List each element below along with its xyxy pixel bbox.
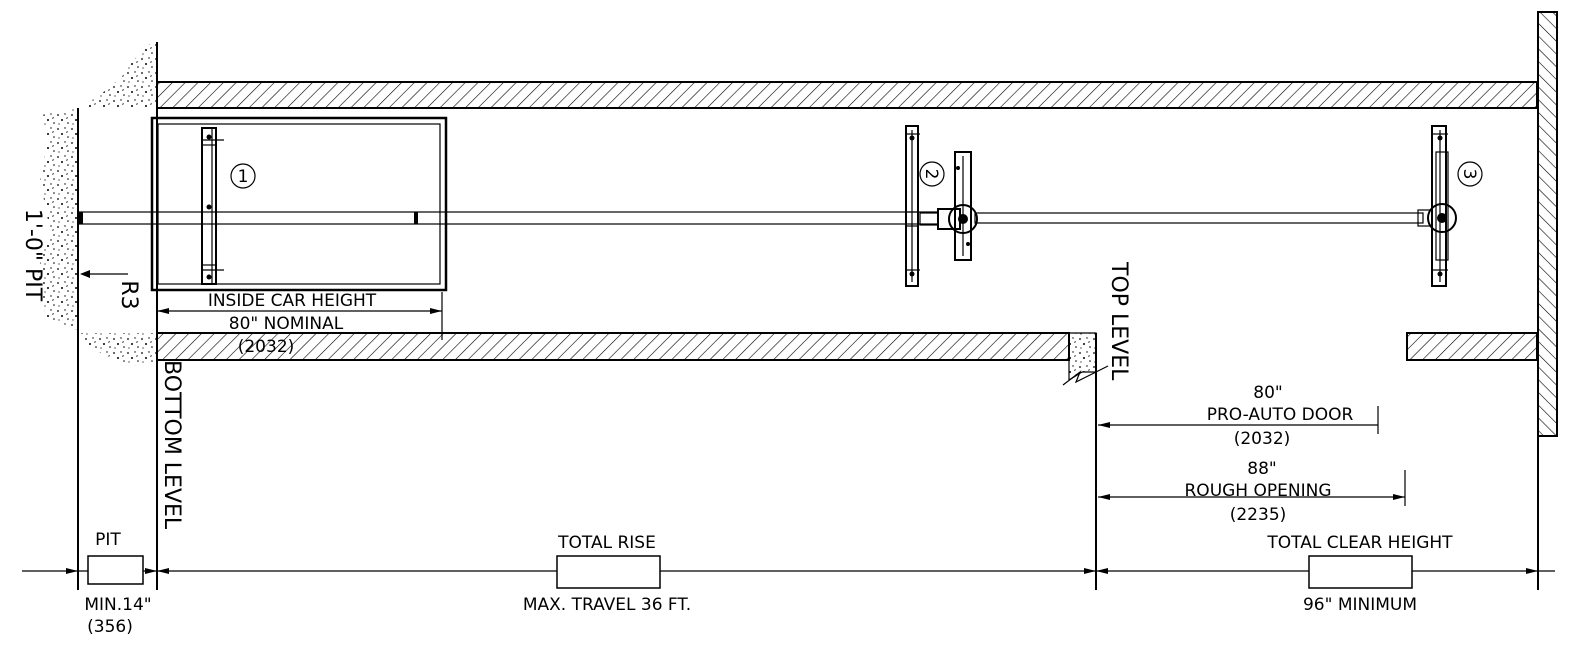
svg-text:TOTAL RISE: TOTAL RISE (557, 533, 656, 553)
svg-text:(2032): (2032) (238, 337, 295, 357)
svg-text:80" NOMINAL: 80" NOMINAL (229, 314, 344, 334)
svg-text:ROUGH OPENING: ROUGH OPENING (1185, 481, 1332, 501)
pit-depth-label: 1'-0" PIT (20, 209, 45, 302)
svg-text:2: 2 (921, 169, 941, 180)
top-landing-concrete (1068, 332, 1097, 382)
callout-3: 3 (1457, 161, 1483, 187)
door-dim: 80" PRO-AUTO DOOR (2032) (1098, 383, 1379, 449)
svg-text:MIN.14": MIN.14" (84, 595, 151, 615)
svg-text:MAX. TRAVEL 36 FT.: MAX. TRAVEL 36 FT. (523, 595, 691, 615)
rough-opening-dim: 88" ROUGH OPENING (2235) (1098, 459, 1406, 525)
svg-text:R3: R3 (116, 280, 141, 309)
top-level-label: TOP LEVEL (1106, 261, 1131, 381)
svg-text:1: 1 (238, 167, 249, 187)
svg-text:INSIDE CAR HEIGHT: INSIDE CAR HEIGHT (208, 291, 377, 311)
inside-car-height-dim: INSIDE CAR HEIGHT 80" NOMINAL (2032) (157, 291, 443, 357)
car-outline (150, 116, 448, 292)
svg-text:(2032): (2032) (1234, 429, 1291, 449)
baseline-dimension: PIT MIN.14" (356) TOTAL RISE MAX. TRAVEL… (22, 530, 1555, 637)
right-wall (1537, 11, 1558, 437)
bottom-wall-right (1406, 332, 1538, 361)
svg-text:3: 3 (1459, 169, 1479, 180)
bottom-level-label: BOTTOM LEVEL (159, 360, 184, 530)
svg-text:88": 88" (1247, 459, 1276, 479)
break-line (1062, 365, 1109, 386)
top-wall (156, 81, 1538, 109)
bracket-3 (1417, 125, 1457, 287)
bracket-2 (905, 125, 978, 287)
r3-leader: R3 (80, 270, 141, 310)
svg-text:PIT: PIT (95, 530, 121, 550)
svg-text:TOTAL CLEAR HEIGHT: TOTAL CLEAR HEIGHT (1266, 533, 1453, 553)
svg-text:PRO-AUTO DOOR: PRO-AUTO DOOR (1207, 405, 1354, 425)
callout-1: 1 (230, 163, 256, 189)
pit-concrete (38, 42, 157, 366)
svg-text:(2235): (2235) (1230, 505, 1287, 525)
svg-text:80": 80" (1253, 383, 1282, 403)
drive-rail (77, 211, 1424, 225)
svg-text:96" MINIMUM: 96" MINIMUM (1303, 595, 1417, 615)
callout-2: 2 (919, 161, 945, 187)
svg-text:(356): (356) (87, 617, 133, 637)
